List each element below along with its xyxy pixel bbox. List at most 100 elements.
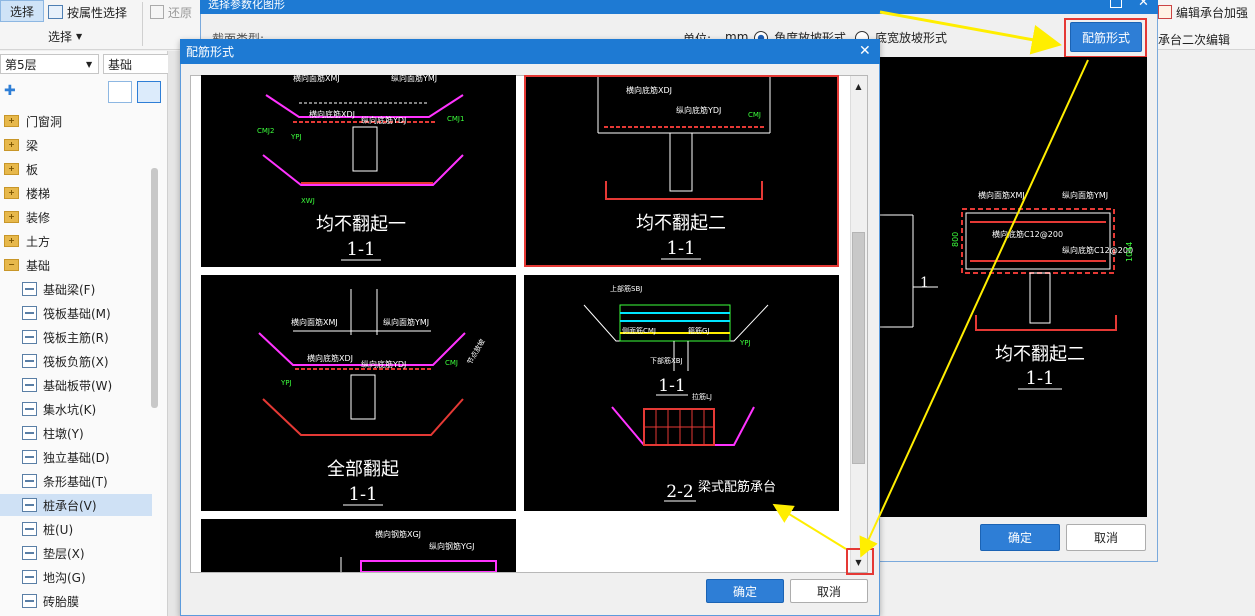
tree-item[interactable]: +装修	[0, 206, 152, 228]
close-icon[interactable]: ✕	[859, 43, 871, 59]
new-element-icon[interactable]: ✚	[4, 83, 16, 99]
tree-item-label: 柱墩(Y)	[43, 426, 84, 441]
chevron-down-icon: ▼	[76, 31, 83, 41]
tree-item[interactable]: 独立基础(D)	[0, 446, 152, 468]
tree-item-label: 梁	[26, 138, 39, 153]
floor-select[interactable]: 第5层 ▼	[0, 54, 99, 74]
tree-item[interactable]: +土方	[0, 230, 152, 252]
scroll-down-icon[interactable]: ▼	[855, 558, 862, 567]
rebar-dialog-titlebar: 配筋形式	[180, 39, 880, 64]
floor-value: 第5层	[5, 57, 37, 72]
rebar-ok-button[interactable]: 确定	[706, 579, 784, 603]
edit-icon	[1158, 5, 1172, 19]
category-select[interactable]: 基础	[103, 54, 178, 74]
tree-item[interactable]: 基础梁(F)	[0, 278, 152, 300]
rebar-option-2[interactable]: 横向底筋XDJ 纵向底筋YDJ CMJ 均不翻起二 1-1	[524, 75, 839, 267]
preview-title: 均不翻起二	[995, 344, 1085, 365]
rebar-option-3[interactable]: 横向面筋XMJ 纵向面筋YMJ 横向底筋XDJ 纵向底筋YDJ 节点放坡 CMJ…	[201, 275, 516, 511]
tree-item-label: 垫层(X)	[43, 546, 85, 561]
preview-label-1: 1	[920, 275, 929, 291]
tree-item-label: 桩承台(V)	[43, 498, 97, 513]
rebar-ok-label: 确定	[732, 584, 757, 599]
label-ydj: 纵向底筋YDJ	[361, 359, 406, 369]
label-node: 节点放坡	[465, 337, 487, 366]
scroll-up-icon[interactable]: ▲	[855, 82, 862, 91]
radio-width-label: 底宽放坡形式	[875, 31, 948, 45]
tree-item[interactable]: 桩(U)	[0, 518, 152, 540]
folder-icon: +	[4, 235, 19, 247]
rebar-option-4[interactable]: 上部筋SBJ 下部筋XBJ 侧面筋CMJ 箍筋GJ 拉筋LJ YPJ 1-1 2…	[524, 275, 839, 511]
folder-icon: +	[4, 139, 19, 151]
folder-icon: +	[4, 163, 19, 175]
list-icon	[48, 5, 63, 19]
param-dialog-titlebar: 选择参数化图形	[200, 0, 1158, 14]
label-sbj: 上部筋SBJ	[610, 284, 642, 293]
tree-item-label: 基础板带(W)	[43, 378, 113, 393]
canvas-strip	[168, 51, 180, 616]
param-ok-button[interactable]: 确定	[980, 524, 1060, 551]
edit-cap-reinforce-button[interactable]: 编辑承台加强	[1158, 3, 1248, 21]
tree-item[interactable]: 地沟(G)	[0, 566, 152, 588]
tree-item[interactable]: + 门窗洞	[0, 110, 152, 132]
list-view-button[interactable]	[108, 81, 132, 103]
param-cancel-label: 取消	[1093, 531, 1118, 545]
label-ydj: 纵向底筋YDJ	[676, 105, 721, 115]
grid-view-button[interactable]	[137, 81, 161, 103]
folder-icon: +	[4, 115, 19, 127]
element-icon	[22, 570, 37, 584]
tree-item-label: 桩(U)	[43, 522, 74, 537]
element-icon	[22, 282, 37, 296]
preview-rebar-bottom2: 纵向底筋C12@200	[1062, 245, 1133, 255]
select-by-property-button[interactable]: 按属性选择	[48, 3, 127, 21]
tree-item-label: 砖胎膜	[43, 594, 80, 609]
tree-item[interactable]: 桩承台(V)	[0, 494, 152, 516]
close-icon[interactable]: ✕	[1138, 0, 1149, 10]
tree-item[interactable]: −基础	[0, 254, 152, 276]
tree-item[interactable]: +板	[0, 158, 152, 180]
element-icon	[22, 522, 37, 536]
option-4-section-bottom: 2-2	[666, 482, 693, 502]
tree-item-label: 独立基础(D)	[43, 450, 110, 465]
tree-item-label: 门窗洞	[26, 114, 63, 129]
cap-second-edit-label: 承台二次编辑	[1158, 32, 1231, 47]
cap-second-edit-button[interactable]: 承台二次编辑	[1158, 30, 1230, 48]
select-label: 选择	[9, 4, 34, 19]
edit-cap-label: 编辑承台加强	[1176, 5, 1249, 20]
tree-item[interactable]: 筏板负筋(X)	[0, 350, 152, 372]
label-ymj: 纵向面筋YMJ	[391, 75, 437, 83]
param-cancel-button[interactable]: 取消	[1066, 524, 1146, 551]
element-icon	[22, 450, 37, 464]
rebar-option-1[interactable]: 横向面筋XMJ 纵向面筋YMJ 横向底筋XDJ 纵向底筋YDJ CMJ1 CMJ…	[201, 75, 516, 267]
label-ydj: 纵向底筋YDJ	[361, 115, 406, 125]
label-cmj: CMJ	[748, 111, 761, 119]
tree-scrollbar[interactable]	[151, 168, 158, 408]
tree-item[interactable]: +梁	[0, 134, 152, 156]
maximize-icon[interactable]	[1110, 0, 1122, 8]
element-icon	[22, 426, 37, 440]
tree-item[interactable]: 砖胎膜	[0, 590, 152, 612]
option-4-title: 梁式配筋承台	[698, 479, 776, 495]
label-ypj: YPJ	[290, 133, 302, 141]
label-xmj: 横向面筋XMJ	[291, 317, 338, 327]
rebar-cancel-button[interactable]: 取消	[790, 579, 868, 603]
tree-item[interactable]: 基础板带(W)	[0, 374, 152, 396]
tree-item[interactable]: 垫层(X)	[0, 542, 152, 564]
element-icon	[22, 354, 37, 368]
rebar-form-button[interactable]: 配筋形式	[1070, 22, 1142, 52]
tree-item-label: 基础	[26, 258, 51, 273]
tree-item[interactable]: 柱墩(Y)	[0, 422, 152, 444]
ribbon-divider	[142, 2, 143, 46]
rebar-cancel-label: 取消	[816, 584, 841, 599]
tree-item[interactable]: 筏板基础(M)	[0, 302, 152, 324]
tree-item[interactable]: 条形基础(T)	[0, 470, 152, 492]
ribbon-group-select[interactable]: 选择 ▼	[48, 27, 82, 45]
restore-button[interactable]: 还原	[150, 3, 192, 21]
label-xgj: 横向钢筋XGJ	[375, 529, 421, 539]
tree-item[interactable]: 筏板主筋(R)	[0, 326, 152, 348]
rebar-option-5[interactable]: 横向钢筋XGJ 纵向钢筋YGJ	[201, 519, 516, 572]
scroll-thumb[interactable]	[852, 232, 865, 464]
select-button[interactable]: 选择	[0, 0, 44, 22]
tree-item[interactable]: 集水坑(K)	[0, 398, 152, 420]
tree-item[interactable]: +楼梯	[0, 182, 152, 204]
element-icon	[22, 594, 37, 608]
